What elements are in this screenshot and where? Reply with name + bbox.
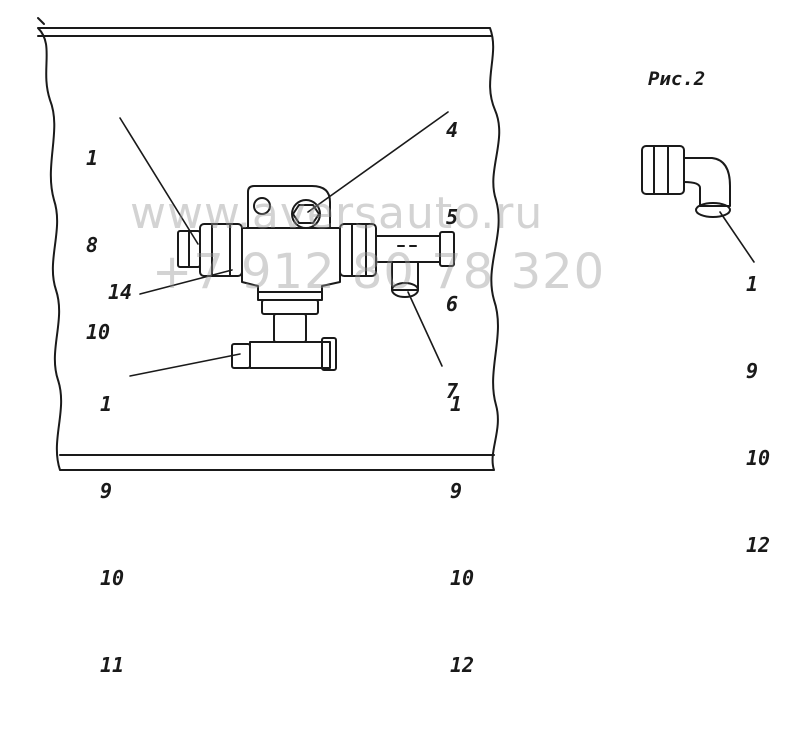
callout-number: 9 [450,479,463,503]
callout-number: 12 [746,533,771,557]
callout-number: 10 [100,566,125,590]
assembly-drawing [37,17,755,471]
diagram-canvas: www.aversauto.ru +7 912 80 78 320 Рис.2 … [37,17,770,677]
lower-stem-nut [261,299,319,315]
callout-number: 5 [446,205,459,229]
callout-number: 8 [86,233,99,257]
lower-tee-pipe [249,341,331,369]
lower-tee-left-end [231,343,251,369]
elbow-opening [695,202,731,218]
leader-14 [139,269,233,295]
right-pipe-end [439,231,455,267]
leader-upper-left [119,117,199,245]
leader-lower-left [129,353,241,377]
watermark-phone: +7 912 80 78 320 [152,244,606,300]
callout-number: 9 [746,359,759,383]
panel-outline [37,27,501,471]
callout-number: 1 [100,392,113,416]
callout-lower-middle: 1 9 10 12 [450,332,498,738]
callout-upper-left: 1 8 10 [86,86,134,405]
callout-elbow: 1 9 10 12 [746,212,794,618]
left-union-nut [199,223,243,277]
callout-number: 10 [86,320,111,344]
leader-lower-middle [407,291,443,367]
callout-14: 14 [108,280,133,304]
callout-number: 4 [446,118,459,142]
figure-title: Рис.2 [648,68,706,90]
callout-number: 1 [746,272,759,296]
callout-number: 1 [86,146,99,170]
callout-number: 9 [100,479,113,503]
callout-number: 11 [100,653,125,677]
right-drop-opening [391,282,419,298]
corner-tick [37,17,45,25]
elbow-nut [641,145,685,195]
mounting-lug [247,185,331,229]
callout-lower-left: 1 9 10 11 [100,332,148,738]
lower-tee-right-end [321,337,337,371]
lug-nut-hex [292,204,320,224]
leader-upper-middle [307,111,449,213]
right-union-nut [339,223,377,277]
right-drop-branch [391,261,419,291]
callout-number: 6 [446,292,459,316]
elbow-body [683,157,731,207]
callout-number: 7 [446,379,459,403]
watermark-site: www.aversauto.ru [130,188,544,239]
callout-number: 1 [450,392,463,416]
leader-elbow [719,211,755,263]
callout-number: 12 [450,653,475,677]
lower-stem [273,313,307,343]
callout-number: 10 [450,566,475,590]
callout-number: 10 [746,446,771,470]
callout-upper-middle: 4 5 6 7 [446,58,494,464]
lug-bolt-hole [253,197,271,215]
